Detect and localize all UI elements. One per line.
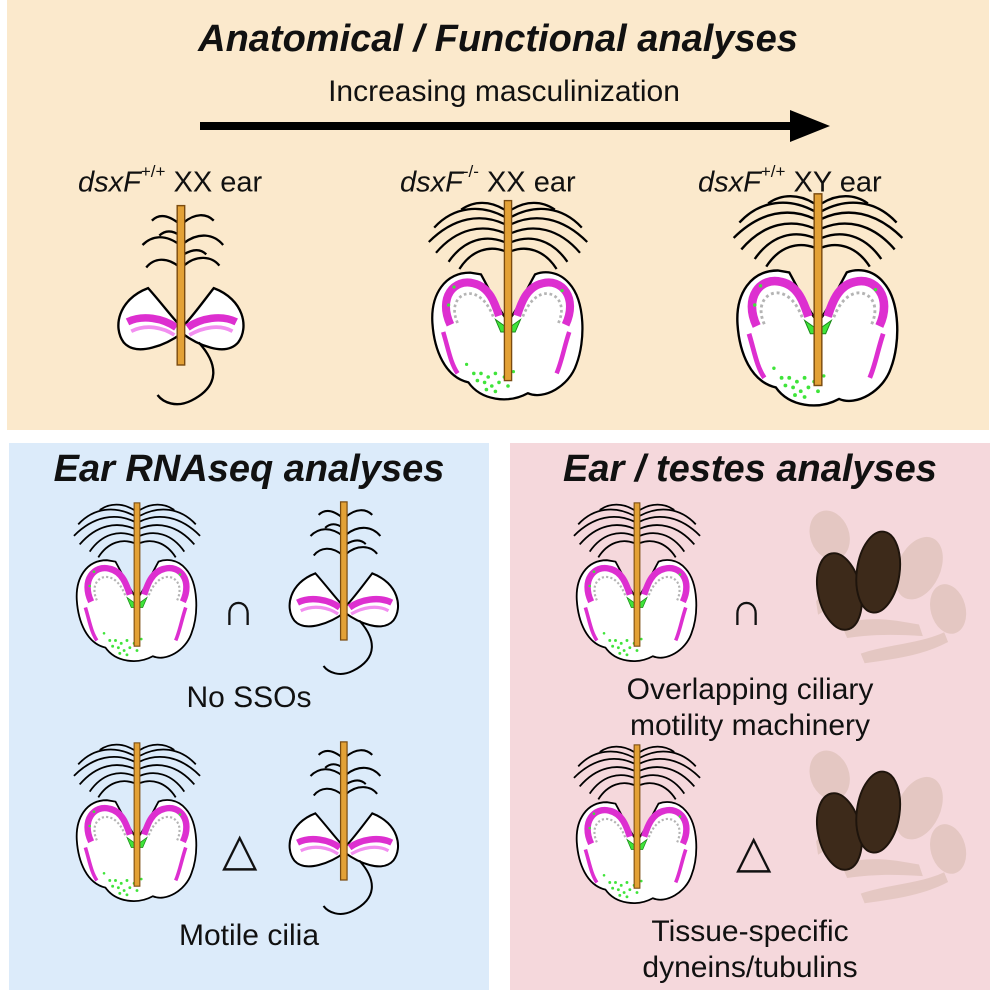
genotype-3-gene: dsxF xyxy=(698,166,761,199)
testes-panel-title: Ear / testes analyses xyxy=(563,448,937,490)
symmetric-difference-symbol-1: △ xyxy=(222,823,258,875)
rnaseq-female-ear-1 xyxy=(278,498,408,678)
genotype-1-alleles: +/+ xyxy=(140,162,166,181)
top-panel-title: Anatomical / Functional analyses xyxy=(198,18,798,60)
dsxf-null-ear-drawing xyxy=(418,196,598,414)
testes-panel-male-ear-1 xyxy=(562,500,712,672)
genotype-1-gene: dsxF xyxy=(78,166,141,199)
genotype-2-karyotype: XX ear xyxy=(486,166,576,199)
genotype-3-karyotype: XY ear xyxy=(793,166,882,199)
caption-overlapping-line2: motility machinery xyxy=(629,709,871,742)
caption-tissue-line1: Tissue-specific xyxy=(651,915,849,948)
genotype-2-gene: dsxF xyxy=(400,166,463,199)
caption-overlapping-line1: Overlapping ciliary xyxy=(626,673,874,706)
genotype-label-1: dsxF+/+ XX ear xyxy=(78,162,263,200)
testis-drawing-2 xyxy=(800,748,970,913)
genotype-1-karyotype: XX ear xyxy=(173,166,263,199)
caption-tissue-line2: dyneins/tubulins xyxy=(642,951,858,984)
rnaseq-male-ear-2 xyxy=(62,740,212,912)
rnaseq-male-ear-1 xyxy=(62,500,212,672)
male-ear-drawing xyxy=(718,190,918,420)
genotype-label-3: dsxF+/+ XY ear xyxy=(698,162,882,200)
testes-panel-male-ear-2 xyxy=(562,742,712,914)
genotype-2-alleles: -/- xyxy=(462,162,479,181)
symmetric-difference-symbol-2: △ xyxy=(736,825,772,877)
masculinization-arrow xyxy=(200,110,830,142)
intersection-symbol-2: ∩ xyxy=(730,583,764,635)
intersection-symbol-1: ∩ xyxy=(222,583,256,635)
caption-overlapping-machinery: Overlapping ciliary motility machinery xyxy=(510,672,990,744)
caption-no-ssos: No SSOs xyxy=(186,681,312,714)
masculinization-label: Increasing masculinization xyxy=(328,75,680,108)
caption-tissue-specific: Tissue-specific dyneins/tubulins xyxy=(510,914,990,986)
rnaseq-panel xyxy=(9,443,489,990)
genotype-3-alleles: +/+ xyxy=(760,162,786,181)
caption-motile-cilia: Motile cilia xyxy=(178,919,320,952)
female-ear-drawing xyxy=(105,200,255,410)
rnaseq-female-ear-2 xyxy=(278,738,408,918)
testis-drawing-1 xyxy=(800,508,970,673)
rnaseq-panel-title: Ear RNAseq analyses xyxy=(53,448,445,490)
genotype-label-2: dsxF-/- XX ear xyxy=(400,162,576,200)
